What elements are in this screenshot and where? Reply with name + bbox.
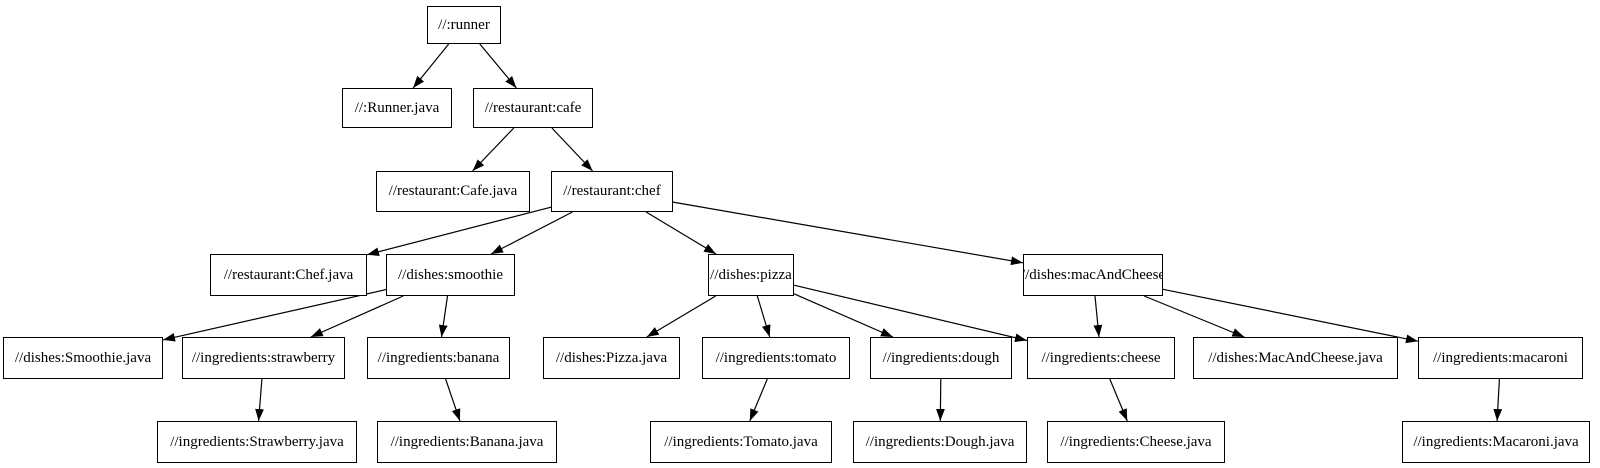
graph-node-pizza-java: //dishes:Pizza.java bbox=[543, 337, 680, 379]
graph-edge-tomato-to-tomato-java bbox=[749, 378, 768, 422]
graph-node-tomato-java: //ingredients:Tomato.java bbox=[650, 421, 832, 463]
graph-edge-pizza-to-pizza-java bbox=[646, 295, 717, 338]
graph-edge-strawberry-to-strawberry-java bbox=[255, 378, 264, 422]
graph-edge-smoothie-to-strawberry bbox=[310, 295, 404, 338]
graph-edge-cafe-to-cafe-java bbox=[472, 127, 515, 172]
graph-node-chef-java: //restaurant:Chef.java bbox=[210, 254, 367, 296]
graph-node-dough-java: //ingredients:Dough.java bbox=[853, 421, 1027, 463]
graph-node-mac-and-cheese: //dishes:macAndCheese bbox=[1023, 254, 1163, 296]
graph-node-macaroni-java: //ingredients:Macaroni.java bbox=[1402, 421, 1590, 463]
graph-node-strawberry-java: //ingredients:Strawberry.java bbox=[157, 421, 357, 463]
graph-edge-runner-to-cafe bbox=[479, 43, 517, 89]
graph-node-chef: //restaurant:chef bbox=[551, 171, 673, 212]
graph-node-banana: //ingredients:banana bbox=[367, 337, 510, 379]
graph-node-tomato: //ingredients:tomato bbox=[702, 337, 850, 379]
graph-edge-runner-to-runner-java bbox=[412, 43, 450, 89]
graph-node-cheese: //ingredients:cheese bbox=[1027, 337, 1175, 379]
graph-node-macaroni: //ingredients:macaroni bbox=[1418, 337, 1583, 379]
graph-edge-mac-and-cheese-to-macaroni bbox=[1162, 288, 1419, 344]
graph-node-runner: //:runner bbox=[427, 6, 501, 44]
graph-edge-cafe-to-chef bbox=[551, 127, 594, 172]
graph-edge-smoothie-to-banana bbox=[438, 295, 449, 338]
graph-node-strawberry: //ingredients:strawberry bbox=[182, 337, 345, 379]
graph-edge-pizza-to-tomato bbox=[756, 295, 771, 338]
graph-node-banana-java: //ingredients:Banana.java bbox=[377, 421, 557, 463]
graph-edge-mac-and-cheese-to-mac-and-cheese-java bbox=[1143, 295, 1245, 338]
graph-node-cafe: //restaurant:cafe bbox=[473, 88, 593, 128]
graph-edge-macaroni-to-macaroni-java bbox=[1493, 378, 1503, 422]
graph-node-smoothie-java: //dishes:Smoothie.java bbox=[3, 337, 163, 379]
graph-edge-smoothie-to-smoothie-java bbox=[162, 289, 387, 342]
graph-node-mac-and-cheese-java: //dishes:MacAndCheese.java bbox=[1193, 337, 1398, 379]
graph-edge-chef-to-pizza bbox=[645, 211, 717, 255]
graph-node-dough: //ingredients:dough bbox=[870, 337, 1012, 379]
graph-edge-pizza-to-dough bbox=[793, 293, 894, 338]
graph-edge-mac-and-cheese-to-cheese bbox=[1093, 295, 1103, 338]
graph-edge-pizza-to-cheese bbox=[793, 284, 1028, 343]
graph-edge-cheese-to-cheese-java bbox=[1109, 378, 1128, 422]
graph-node-cheese-java: //ingredients:Cheese.java bbox=[1047, 421, 1225, 463]
graph-edge-chef-to-chef-java bbox=[366, 206, 552, 256]
graph-edge-chef-to-mac-and-cheese bbox=[672, 201, 1024, 266]
graph-edge-dough-to-dough-java bbox=[936, 378, 945, 422]
graph-edge-chef-to-smoothie bbox=[490, 211, 573, 255]
graph-node-cafe-java: //restaurant:Cafe.java bbox=[376, 171, 530, 212]
graph-node-runner-java: //:Runner.java bbox=[342, 88, 452, 128]
graph-node-smoothie: //dishes:smoothie bbox=[386, 254, 515, 296]
graph-edge-banana-to-banana-java bbox=[445, 378, 461, 422]
graph-node-pizza: //dishes:pizza bbox=[708, 254, 794, 296]
